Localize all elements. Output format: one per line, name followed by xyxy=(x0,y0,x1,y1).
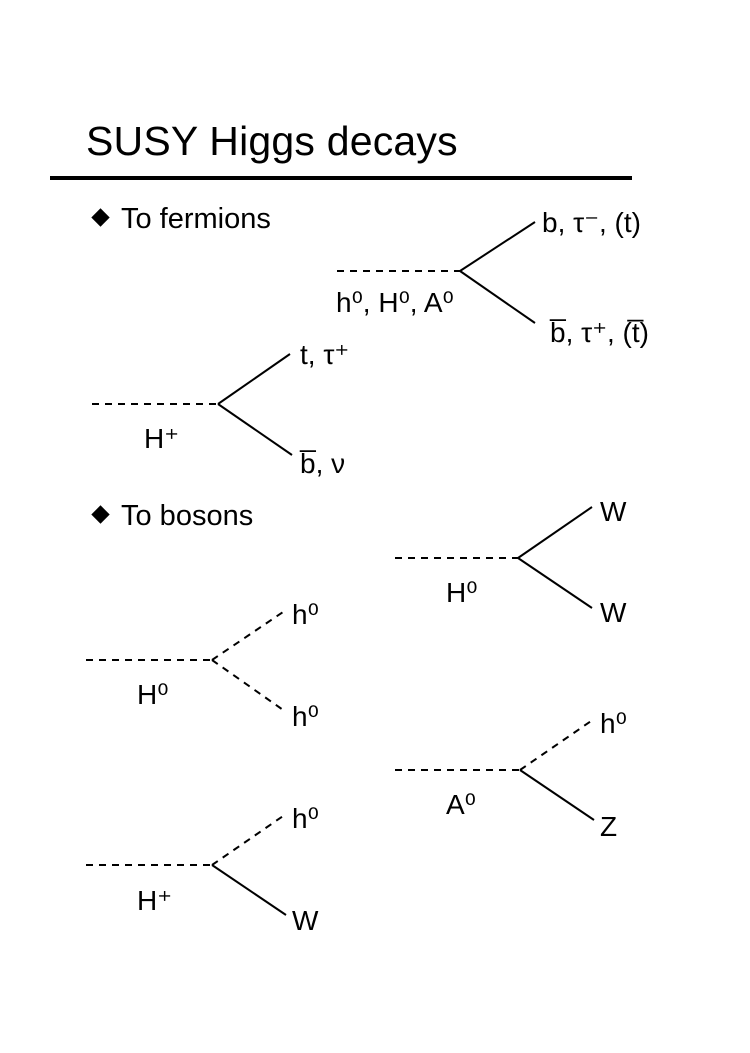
title-underline xyxy=(50,176,632,180)
label-H0hh-parent: H⁰ xyxy=(137,679,168,710)
label-H0hh-bottom: h⁰ xyxy=(292,701,319,732)
label-charged-top: t, τ⁺ xyxy=(300,339,349,370)
scalar-line-top xyxy=(211,813,287,866)
scalar-line-top xyxy=(211,609,287,661)
scalar-line-top xyxy=(519,718,595,771)
label-neutral-bottom: b̅, τ⁺, (t̅) xyxy=(549,317,649,348)
diagram-H0-to-hh: H⁰ h⁰ h⁰ xyxy=(86,599,319,732)
boson-line-top xyxy=(517,506,593,559)
label-H0WW-bottom: W xyxy=(600,597,627,628)
fermion-line-top xyxy=(459,221,536,272)
fermion-line-top xyxy=(217,353,291,405)
diagram-A0-to-hZ: A⁰ h⁰ Z xyxy=(395,708,627,842)
boson-line-bottom xyxy=(517,557,593,609)
label-neutral-parent: h⁰, H⁰, A⁰ xyxy=(336,287,454,318)
label-neutral-top: b, τ⁻, (t) xyxy=(542,207,641,238)
diagram-neutral-to-fermions: h⁰, H⁰, A⁰ b, τ⁻, (t) b̅, τ⁺, (t̅) xyxy=(336,207,649,348)
label-H0hh-top: h⁰ xyxy=(292,599,319,630)
label-H0WW-parent: H⁰ xyxy=(446,577,477,608)
diagram-charged-to-fermions: H⁺ t, τ⁺ b̅, ν xyxy=(92,339,349,479)
label-Hplus-top: h⁰ xyxy=(292,803,319,834)
label-A0-bottom: Z xyxy=(600,811,617,842)
section-bosons-label: To bosons xyxy=(121,500,254,532)
label-charged-bottom: b̅, ν xyxy=(299,448,345,479)
label-A0-parent: A⁰ xyxy=(446,789,476,820)
section-fermions-label: To fermions xyxy=(121,203,271,235)
label-charged-parent: H⁺ xyxy=(144,423,179,454)
boson-line-bottom xyxy=(211,864,287,916)
label-H0WW-top: W xyxy=(600,496,627,527)
label-Hplus-bottom: W xyxy=(292,905,319,936)
fermion-line-bottom xyxy=(459,270,536,324)
label-A0-top: h⁰ xyxy=(600,708,627,739)
label-Hplus-parent: H⁺ xyxy=(137,885,172,916)
fermion-line-bottom xyxy=(217,403,293,456)
diagram-Hplus-to-hW: H⁺ h⁰ W xyxy=(86,803,319,936)
scalar-line-bottom xyxy=(211,659,287,713)
page-title: SUSY Higgs decays xyxy=(86,118,458,164)
diagram-H0-to-WW: H⁰ W W xyxy=(395,496,627,628)
boson-line-bottom xyxy=(519,769,595,821)
section-fermions: To fermions xyxy=(91,203,271,236)
section-bosons: To bosons xyxy=(91,500,254,533)
